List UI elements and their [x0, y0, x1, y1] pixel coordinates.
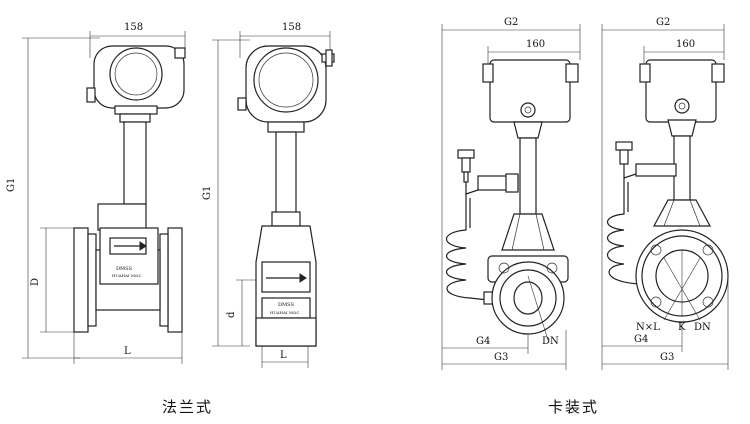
dim-g4-side-label: G4: [634, 334, 648, 345]
dim-g2-label: G2: [504, 17, 518, 28]
flange-side-view: 158 G1 d DMSS HUAHAI M&C L: [202, 22, 335, 368]
dim-g2-side-label: G2: [656, 17, 670, 28]
dim-160-side-label: 160: [676, 39, 695, 50]
dim-160-label: 160: [526, 39, 545, 50]
dim-158-label: 158: [124, 22, 143, 33]
dim-g1-label: G1: [6, 178, 17, 192]
dim-d-label: D: [30, 278, 41, 286]
flange-front-view: 158 G1 D DMSS HUAHAI M&C: [6, 22, 186, 364]
dim-l-side-label: L: [280, 350, 287, 361]
caption-flange-type: 法兰式: [162, 398, 214, 416]
wafer-side-view: G2 160 N×: [601, 17, 729, 370]
dim-g1-side-label: G1: [202, 186, 213, 200]
dim-g3-side-label: G3: [660, 352, 674, 363]
nameplate-line1: DMSS: [116, 266, 132, 272]
caption-wafer-type: 卡装式: [548, 398, 600, 416]
dim-dn-label: DN: [542, 336, 559, 347]
dim-g3-label: G3: [494, 352, 508, 363]
nameplate-side-line1: DMSS: [278, 302, 294, 308]
dim-l-label: L: [124, 346, 131, 357]
nameplate-side-line2: HUAHAI M&C: [270, 310, 300, 315]
nameplate-line2: HUAHAI M&C: [112, 273, 142, 278]
dim-g4-label: G4: [476, 336, 490, 347]
dim-d-lower-label: d: [226, 311, 237, 318]
dim-158-side-label: 158: [282, 22, 301, 33]
wafer-front-view: G2 160 DN: [441, 17, 581, 370]
dim-dn-side-label: DN: [694, 322, 711, 333]
dim-nxl-label: N×L: [636, 322, 660, 333]
